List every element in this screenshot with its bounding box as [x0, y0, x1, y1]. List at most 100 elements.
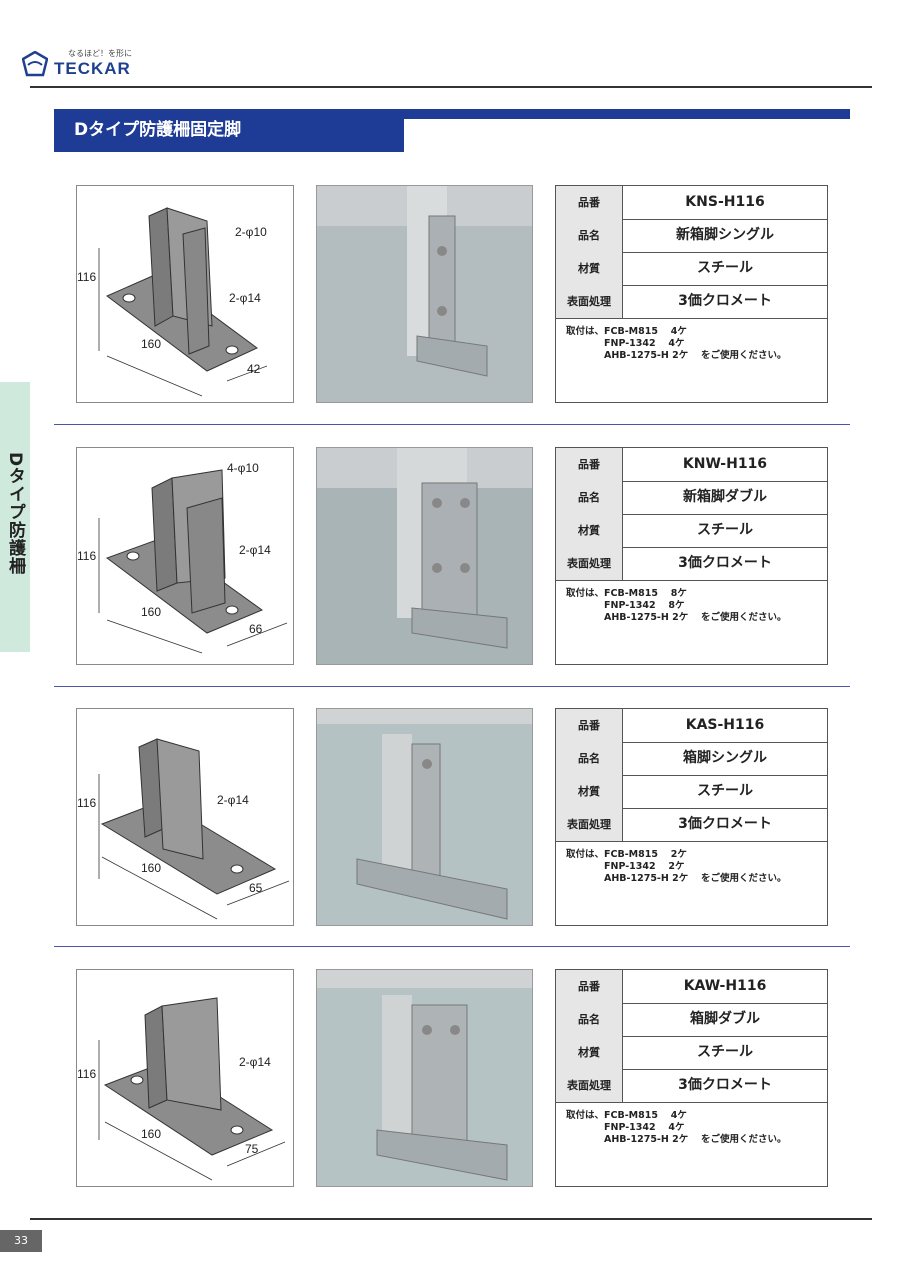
product-photo [316, 708, 533, 926]
product-name: 箱脚シングル [683, 750, 767, 766]
dim-length: 160 [141, 861, 161, 875]
side-tab-label: Dタイプ防護柵 [5, 452, 25, 576]
mounting-note: 取付は、FCB-M815 8ケ FNP-1342 8ケ AHB-1275-H 2… [566, 588, 821, 624]
mounting-note: 取付は、FCB-M815 2ケ FNP-1342 2ケ AHB-1275-H 2… [566, 849, 821, 885]
spec-key: 品番 [556, 970, 623, 1003]
product-name: 新箱脚シングル [676, 227, 774, 243]
note-line: 取付は、FCB-M815 4ケ [566, 1110, 687, 1121]
surface-finish: 3価クロメート [678, 293, 772, 309]
spec-key: 品名 [556, 481, 623, 514]
product-drawing: 116 160 65 2-φ14 [76, 708, 294, 926]
section-divider [54, 686, 850, 687]
spec-row-part-no: 品番 KNS-H116 [556, 186, 827, 220]
product-drawing: 116 160 66 4-φ10 2-φ14 [76, 447, 294, 665]
page-number: 33 [0, 1230, 42, 1252]
product-section-knw: 116 160 66 4-φ10 2-φ14 品番 KNW-H116 品名 新箱… [54, 447, 850, 667]
product-drawing: 116 160 42 2-φ10 2-φ14 [76, 185, 294, 403]
spec-key: 品番 [556, 186, 623, 219]
note-line: FNP-1342 8ケ [566, 600, 685, 611]
dim-width: 42 [247, 362, 261, 376]
dim-width: 65 [249, 881, 263, 895]
dim-width: 75 [245, 1142, 259, 1156]
spec-row-name: 品名 箱脚シングル [556, 742, 827, 776]
note-line: FNP-1342 4ケ [566, 1122, 685, 1133]
spec-row-material: 材質 スチール [556, 514, 827, 548]
note-line: FNP-1342 2ケ [566, 861, 685, 872]
spec-row-name: 品名 新箱脚ダブル [556, 481, 827, 515]
note-line: AHB-1275-H 2ケ をご使用ください。 [566, 612, 787, 623]
dim-length: 160 [141, 605, 161, 619]
note-line: AHB-1275-H 2ケ をご使用ください。 [566, 873, 787, 884]
spec-key: 品番 [556, 709, 623, 742]
spec-key: 表面処理 [556, 808, 623, 841]
note-line: 取付は、FCB-M815 2ケ [566, 849, 687, 860]
material: スチール [697, 522, 753, 538]
header-rule [30, 86, 872, 88]
spec-key: 表面処理 [556, 285, 623, 318]
spec-row-material: 材質 スチール [556, 775, 827, 809]
product-drawing: 116 160 75 2-φ14 [76, 969, 294, 1187]
mounting-note: 取付は、FCB-M815 4ケ FNP-1342 4ケ AHB-1275-H 2… [566, 1110, 821, 1146]
mounting-note: 取付は、FCB-M815 4ケ FNP-1342 4ケ AHB-1275-H 2… [566, 326, 821, 362]
dim-height: 116 [77, 1067, 96, 1081]
spec-key: 表面処理 [556, 1069, 623, 1102]
dim-width: 66 [249, 622, 263, 636]
dim-height: 116 [77, 549, 96, 563]
material: スチール [697, 783, 753, 799]
spec-row-finish: 表面処理 3価クロメート [556, 547, 827, 581]
dim-hole-small: 2-φ10 [235, 225, 267, 239]
spec-table: 品番 KNW-H116 品名 新箱脚ダブル 材質 スチール 表面処理 3価クロメ… [555, 447, 828, 665]
spec-row-finish: 表面処理 3価クロメート [556, 1069, 827, 1103]
dim-hole-large: 2-φ14 [217, 793, 249, 807]
spec-table: 品番 KNS-H116 品名 新箱脚シングル 材質 スチール 表面処理 3価クロ… [555, 185, 828, 403]
note-line: 取付は、FCB-M815 4ケ [566, 326, 687, 337]
dim-height: 116 [77, 796, 96, 810]
product-photo [316, 969, 533, 1187]
spec-key: 品名 [556, 219, 623, 252]
material: スチール [697, 1044, 753, 1060]
brand-tagline: なるほど！を形に [68, 49, 132, 58]
spec-row-material: 材質 スチール [556, 1036, 827, 1070]
product-name: 箱脚ダブル [690, 1011, 760, 1027]
spec-table: 品番 KAW-H116 品名 箱脚ダブル 材質 スチール 表面処理 3価クロメー… [555, 969, 828, 1187]
section-divider [54, 946, 850, 947]
part-number: KAS-H116 [685, 717, 765, 733]
spec-key: 材質 [556, 252, 623, 285]
note-line: 取付は、FCB-M815 8ケ [566, 588, 687, 599]
side-category-tab: Dタイプ防護柵 [0, 382, 30, 652]
spec-key: 材質 [556, 1036, 623, 1069]
spec-key: 品名 [556, 742, 623, 775]
material: スチール [697, 260, 753, 276]
spec-row-part-no: 品番 KNW-H116 [556, 448, 827, 482]
spec-row-part-no: 品番 KAW-H116 [556, 970, 827, 1004]
spec-row-material: 材質 スチール [556, 252, 827, 286]
teckar-logo: なるほど！を形に TECKAR [22, 48, 152, 80]
dim-hole-large: 2-φ14 [239, 1055, 271, 1069]
brand-name: TECKAR [54, 59, 131, 78]
product-photo [316, 447, 533, 665]
note-line: FNP-1342 4ケ [566, 338, 685, 349]
part-number: KNW-H116 [682, 456, 768, 472]
spec-key: 材質 [556, 775, 623, 808]
part-number: KNS-H116 [685, 194, 765, 210]
spec-row-finish: 表面処理 3価クロメート [556, 285, 827, 319]
spec-row-part-no: 品番 KAS-H116 [556, 709, 827, 743]
note-line: AHB-1275-H 2ケ をご使用ください。 [566, 1134, 787, 1145]
product-name: 新箱脚ダブル [683, 489, 767, 505]
dim-length: 160 [141, 337, 161, 351]
product-section-kns: 116 160 42 2-φ10 2-φ14 品番 KNS-H116 品名 新箱… [54, 185, 850, 405]
dim-height: 116 [77, 270, 96, 284]
note-line: AHB-1275-H 2ケ をご使用ください。 [566, 350, 787, 361]
spec-key: 品名 [556, 1003, 623, 1036]
surface-finish: 3価クロメート [678, 1077, 772, 1093]
part-number: KAW-H116 [683, 978, 767, 994]
title-band [54, 109, 850, 119]
dim-hole-small: 4-φ10 [227, 461, 259, 475]
product-section-kas: 116 160 65 2-φ14 品番 KAS-H116 品名 箱脚シングル 材… [54, 708, 850, 928]
product-section-kaw: 116 160 75 2-φ14 品番 KAW-H116 品名 箱脚ダブル 材質… [54, 969, 850, 1189]
surface-finish: 3価クロメート [678, 816, 772, 832]
spec-key: 品番 [556, 448, 623, 481]
dim-hole-large: 2-φ14 [229, 291, 261, 305]
spec-key: 表面処理 [556, 547, 623, 580]
footer-rule [30, 1218, 872, 1220]
